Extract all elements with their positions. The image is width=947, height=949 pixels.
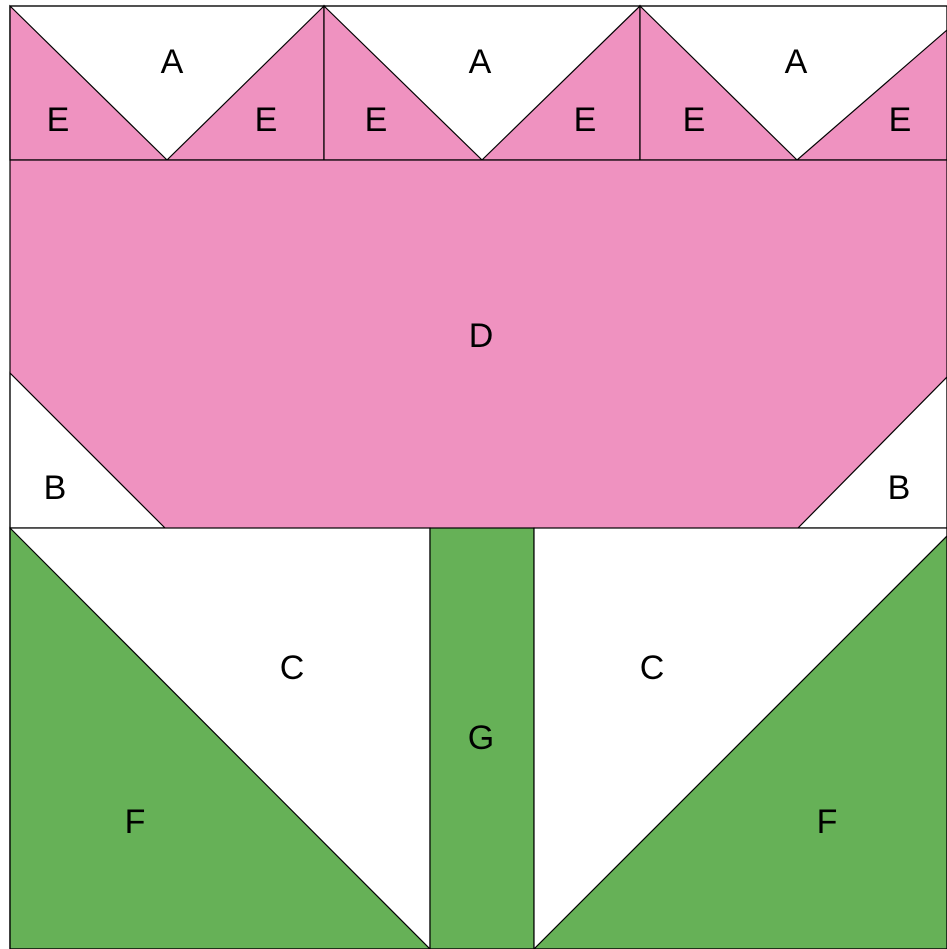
label-e-3: E	[365, 101, 388, 139]
label-e-2: E	[255, 101, 278, 139]
label-a-2: A	[469, 43, 492, 81]
label-d: D	[469, 317, 494, 355]
label-g: G	[468, 719, 494, 757]
label-c-left: C	[280, 649, 305, 687]
label-f-left: F	[125, 803, 146, 841]
label-e-4: E	[574, 101, 597, 139]
label-e-6: E	[889, 101, 912, 139]
label-b-left: B	[44, 469, 67, 507]
label-e-1: E	[47, 101, 70, 139]
label-a-3: A	[785, 43, 808, 81]
label-e-5: E	[683, 101, 706, 139]
label-b-right: B	[888, 469, 911, 507]
label-a-1: A	[161, 43, 184, 81]
label-f-right: F	[817, 803, 838, 841]
label-c-right: C	[640, 649, 665, 687]
